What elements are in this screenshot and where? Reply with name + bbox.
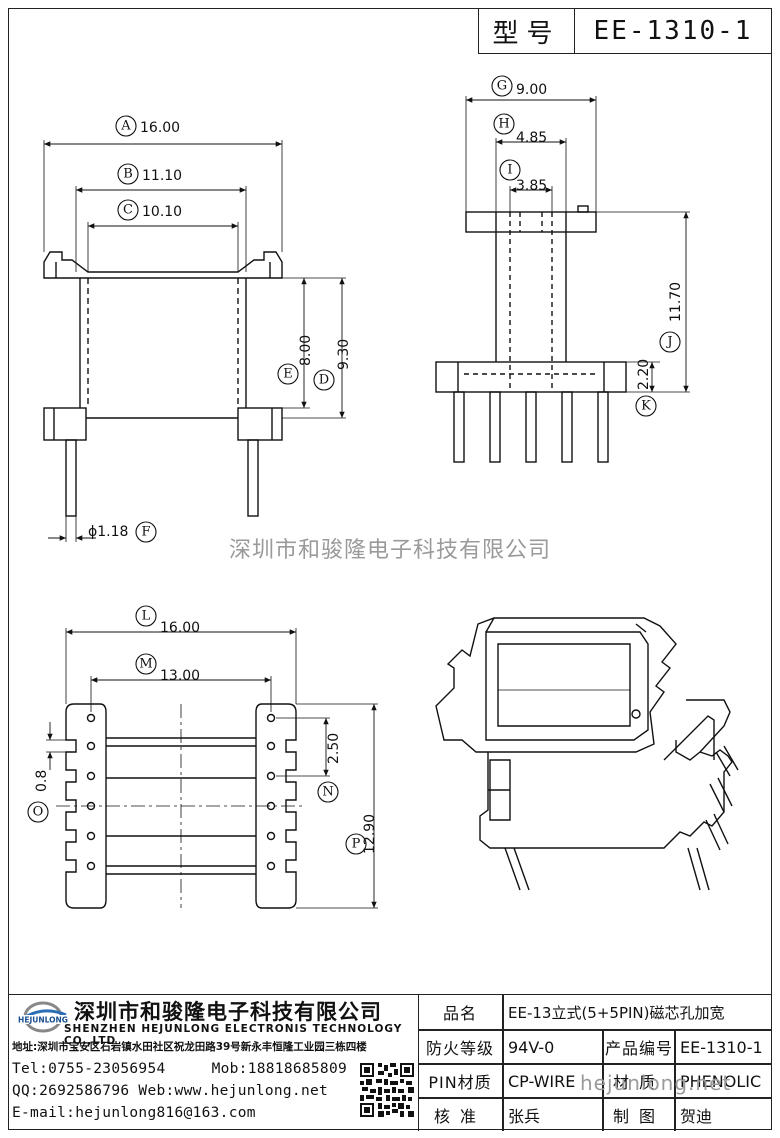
watermark: 深圳市和骏隆电子科技有限公司: [228, 538, 551, 563]
dim-l-value: 16.00: [160, 620, 200, 636]
web-watermark: hejunlong.net: [580, 1071, 732, 1095]
label-b-circle: [117, 163, 139, 185]
label-f-circle: [135, 521, 157, 543]
svg-text:G: G: [497, 79, 507, 94]
label-g-circle: [491, 75, 513, 97]
drawn-by-label: 制图: [612, 1106, 665, 1126]
label-o-circle: [27, 801, 49, 823]
telephone: Tel:0755-23056954: [12, 1061, 166, 1077]
dim-h-value: 4.85: [516, 130, 547, 146]
front-view: [43, 140, 346, 542]
company-logo: HEJUNLONG: [14, 1001, 72, 1033]
dim-p-value: 12.90: [362, 814, 378, 854]
label-h-circle: [493, 113, 515, 135]
dim-k-value: 2.20: [636, 359, 652, 390]
svg-text:HEJUNLONG: HEJUNLONG: [18, 1016, 68, 1025]
label-c-circle: [117, 199, 139, 221]
product-no-label: 产品编号: [604, 1039, 673, 1058]
fire-rating-value: 94V-0: [508, 1037, 555, 1057]
dim-m-value: 13.00: [160, 668, 200, 684]
approver-name: 张兵: [508, 1106, 541, 1126]
qr-code: [360, 1063, 414, 1117]
drawn-by-name: 贺迪: [680, 1106, 713, 1126]
svg-text:F: F: [141, 525, 150, 540]
svg-text:A: A: [120, 119, 131, 134]
svg-text:N: N: [322, 785, 333, 800]
svg-text:I: I: [507, 163, 512, 178]
svg-text:D: D: [319, 373, 329, 388]
company-name-en: SHENZHEN HEJUNLONG ELECTRONIS TECHNOLOGY…: [64, 1023, 403, 1047]
svg-text:L: L: [142, 609, 151, 624]
material-label: 材质: [612, 1073, 665, 1092]
dim-f-value: ϕ1.18: [88, 524, 128, 540]
title-block: HEJUNLONG 深圳市和骏隆电子科技有限公司 SHENZHEN HEJUNL…: [8, 994, 772, 1131]
company-info: HEJUNLONG 深圳市和骏隆电子科技有限公司 SHENZHEN HEJUNL…: [8, 995, 419, 1131]
dim-j-value: 11.70: [668, 282, 684, 322]
contact-email: E-mail:hejunlong816@163.com: [12, 1105, 256, 1121]
spec-table: 品名 EE-13立式(5+5PIN)磁芯孔加宽 防火等级 94V-0 产品编号 …: [418, 995, 772, 1131]
label-n-circle: [317, 781, 339, 803]
side-view: [435, 96, 690, 463]
contact-web: QQ:2692586796 Web:www.hejunlong.net: [12, 1083, 329, 1099]
material-value: PHENOLIC: [680, 1071, 762, 1091]
fire-rating-label: 防火等级: [425, 1039, 494, 1058]
dim-i-value: 3.85: [516, 178, 547, 194]
label-j-circle: [659, 331, 681, 353]
label-l-circle: [135, 605, 157, 627]
pin-material-label: PIN材质: [428, 1073, 492, 1092]
svg-text:O: O: [33, 805, 44, 820]
product-name-value: EE-13立式(5+5PIN)磁芯孔加宽: [508, 1003, 725, 1022]
model-label: 型号: [479, 9, 575, 53]
company-name-cn: 深圳市和骏隆电子科技有限公司: [74, 999, 382, 1024]
label-k-circle: [635, 395, 657, 417]
svg-text:M: M: [139, 657, 152, 672]
product-name-label: 品名: [442, 1004, 477, 1023]
label-m-circle: [135, 653, 157, 675]
product-no-value: EE-1310-1: [680, 1037, 763, 1057]
isometric-view: [435, 617, 739, 891]
model-number: EE-1310-1: [593, 16, 753, 46]
contact-phones: Tel:0755-23056954 Mob:18818685809: [12, 1061, 347, 1077]
pin-material-value: CP-WIRE: [508, 1071, 576, 1091]
label-e-circle: [277, 363, 299, 385]
label-a-circle: [115, 115, 137, 137]
dim-a-value: 16.00: [140, 120, 180, 136]
dim-n-value: 2.50: [326, 733, 342, 764]
svg-text:C: C: [123, 203, 133, 218]
label-d-circle: [313, 369, 335, 391]
dim-c-value: 10.10: [142, 204, 182, 220]
dim-b-value: 11.10: [142, 168, 182, 184]
approval-label: 核准: [433, 1106, 486, 1126]
label-p-circle: [345, 833, 367, 855]
svg-text:P: P: [352, 837, 361, 852]
company-address: 地址:深圳市宝安区石岩镇水田社区祝龙田路39号新永丰恒隆工业园三栋四楼: [12, 1041, 367, 1053]
mobile: Mob:18818685809: [211, 1061, 348, 1077]
bottom-view: [46, 628, 378, 909]
svg-text:H: H: [498, 117, 509, 132]
dim-g-value: 9.00: [516, 82, 547, 98]
label-i-circle: [499, 159, 521, 181]
dim-e-value: 8.00: [298, 335, 314, 366]
svg-text:K: K: [641, 399, 651, 414]
drawing-frame: [8, 8, 772, 1130]
dim-o-value: 0.8: [34, 770, 50, 792]
dim-d-value: 9.30: [336, 339, 352, 370]
model-box: 型号 EE-1310-1: [478, 8, 772, 54]
svg-text:B: B: [123, 167, 133, 182]
svg-text:J: J: [665, 335, 672, 350]
svg-text:E: E: [283, 367, 293, 382]
